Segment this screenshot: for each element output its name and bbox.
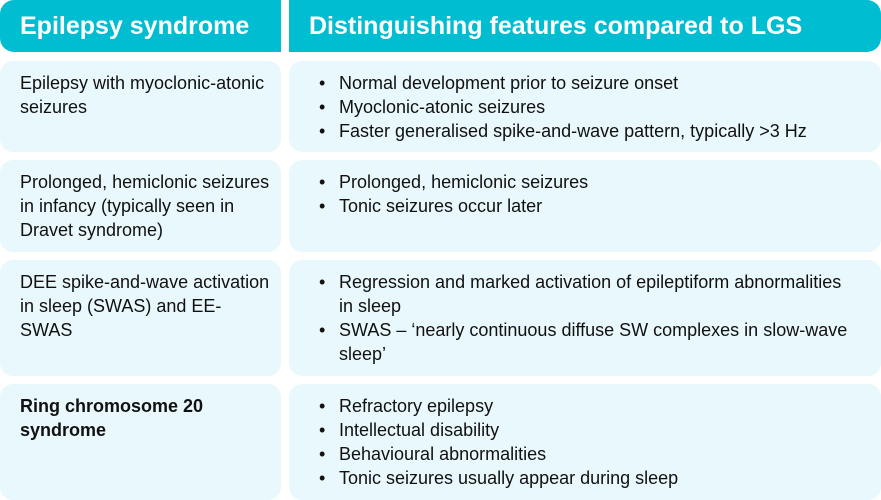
feature-item: Tonic seizures usually appear during sle…	[319, 466, 869, 490]
row-2-features: Prolonged, hemiclonic seizures Tonic sei…	[289, 160, 881, 252]
header-epilepsy-syndrome: Epilepsy syndrome	[0, 0, 281, 52]
syndrome-text: DEE spike-and-wave activation in sleep (…	[20, 272, 270, 340]
feature-item: Normal development prior to seizure onse…	[319, 71, 869, 95]
feature-item: SWAS – ‘nearly continuous diffuse SW com…	[319, 318, 851, 366]
row-1-syndrome: Epilepsy with myoclonic-atonic seizures	[0, 61, 281, 152]
feature-item: Prolonged, hemiclonic seizures	[319, 170, 869, 194]
syndrome-text: Prolonged, hemiclonic seizures in infanc…	[20, 172, 270, 240]
header-distinguishing-features: Distinguishing features compared to LGS	[289, 0, 881, 52]
syndrome-text: Epilepsy with myoclonic-atonic seizures	[20, 73, 265, 117]
row-3-syndrome: DEE spike-and-wave activation in sleep (…	[0, 260, 281, 376]
feature-item: Refractory epilepsy	[319, 394, 869, 418]
row-3-features: Regression and marked activation of epil…	[289, 260, 881, 376]
feature-item: Regression and marked activation of epil…	[319, 270, 851, 318]
feature-item: Intellectual disability	[319, 418, 869, 442]
syndrome-text: Ring chromosome 20 syndrome	[20, 396, 204, 440]
row-4-features: Refractory epilepsy Intellectual disabil…	[289, 384, 881, 500]
feature-item: Myoclonic-atonic seizures	[319, 95, 869, 119]
feature-item: Tonic seizures occur later	[319, 194, 869, 218]
feature-item: Faster generalised spike-and-wave patter…	[319, 119, 869, 143]
row-4-syndrome: Ring chromosome 20 syndrome	[0, 384, 281, 500]
row-1-features: Normal development prior to seizure onse…	[289, 61, 881, 152]
feature-item: Behavioural abnormalities	[319, 442, 869, 466]
row-2-syndrome: Prolonged, hemiclonic seizures in infanc…	[0, 160, 281, 252]
